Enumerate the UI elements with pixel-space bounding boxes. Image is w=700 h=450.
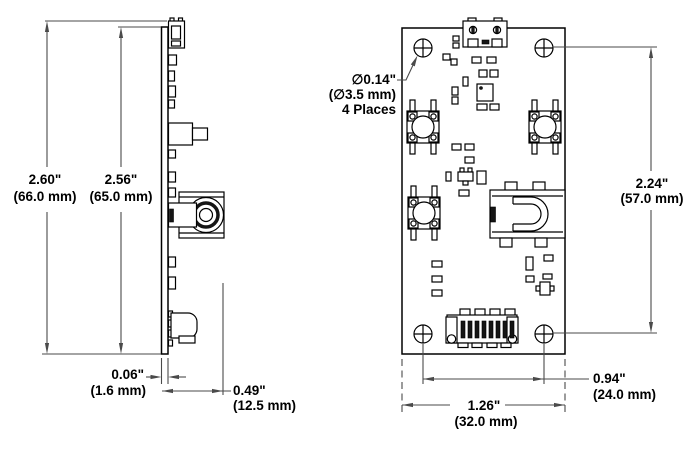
front-view: ∅0.14" (∅3.5 mm) 4 Places 2.24" (57.0 mm… [329,17,684,429]
sot23-transistor [535,281,555,296]
dim-hole-spacing-v-in: 2.24" [636,176,669,191]
dim-hole-diameter-mm: (∅3.5 mm) [329,87,396,102]
micro-usb-connector [462,17,508,48]
dim-overall-height-in: 2.60" [29,172,62,187]
smd-profile [167,149,177,159]
tactile-button [407,185,441,241]
side-view-dimensions: 2.60" (66.0 mm) 2.56" (65.0 mm) 0.06" (1… [13,20,296,413]
dim-depth-mm: (12.5 mm) [233,398,296,413]
smd-profile [167,187,177,198]
smd-profile [167,171,177,183]
jack-profile [167,191,225,239]
dim-depth-in: 0.49" [233,383,266,398]
smd-profile [167,54,178,66]
header-connector-profile [167,310,198,347]
front-view-dimensions: ∅0.14" (∅3.5 mm) 4 Places 2.24" (57.0 mm… [329,46,684,429]
smd-profile [167,256,177,268]
usb-connector-profile [167,17,186,49]
button-profile [167,122,209,146]
mounting-hole-top-right [534,38,554,58]
dim-board-height-in: 2.56" [105,172,138,187]
dim-hole-spacing-h-in: 0.94" [593,371,626,386]
mounting-hole-bottom-left [413,324,433,344]
dim-hole-places: 4 Places [342,102,396,117]
dim-board-height-mm: (65.0 mm) [89,189,152,204]
smd-profile [167,85,177,98]
tactile-buttons [406,99,562,241]
tactile-button [528,99,562,155]
tactile-button [406,99,440,155]
smd-profile [167,70,176,82]
dim-thickness-mm: (1.6 mm) [90,383,146,398]
side-view: 2.60" (66.0 mm) 2.56" (65.0 mm) 0.06" (1… [13,17,296,413]
jack-connector [489,181,566,248]
smd-components [431,35,555,297]
dim-thickness-in: 0.06" [111,367,144,382]
pcb-side-profile [160,26,169,355]
ic-chip [476,83,494,102]
header-connector [445,308,519,349]
side-view-components [167,17,225,347]
mounting-hole-top-left [413,38,433,58]
dim-hole-diameter-in: ∅0.14" [352,72,396,87]
sot23-transistor [457,167,474,186]
mounting-holes [413,38,554,344]
dim-overall-height-mm: (66.0 mm) [13,189,76,204]
smd-profile [167,99,176,109]
mounting-hole-bottom-right [534,324,554,344]
dim-hole-spacing-h-mm: (24.0 mm) [593,387,656,402]
smd-profile [167,276,177,290]
dim-board-width-mm: (32.0 mm) [454,414,517,429]
dim-hole-spacing-v-mm: (57.0 mm) [620,191,683,206]
dim-board-width-in: 1.26" [468,398,501,413]
